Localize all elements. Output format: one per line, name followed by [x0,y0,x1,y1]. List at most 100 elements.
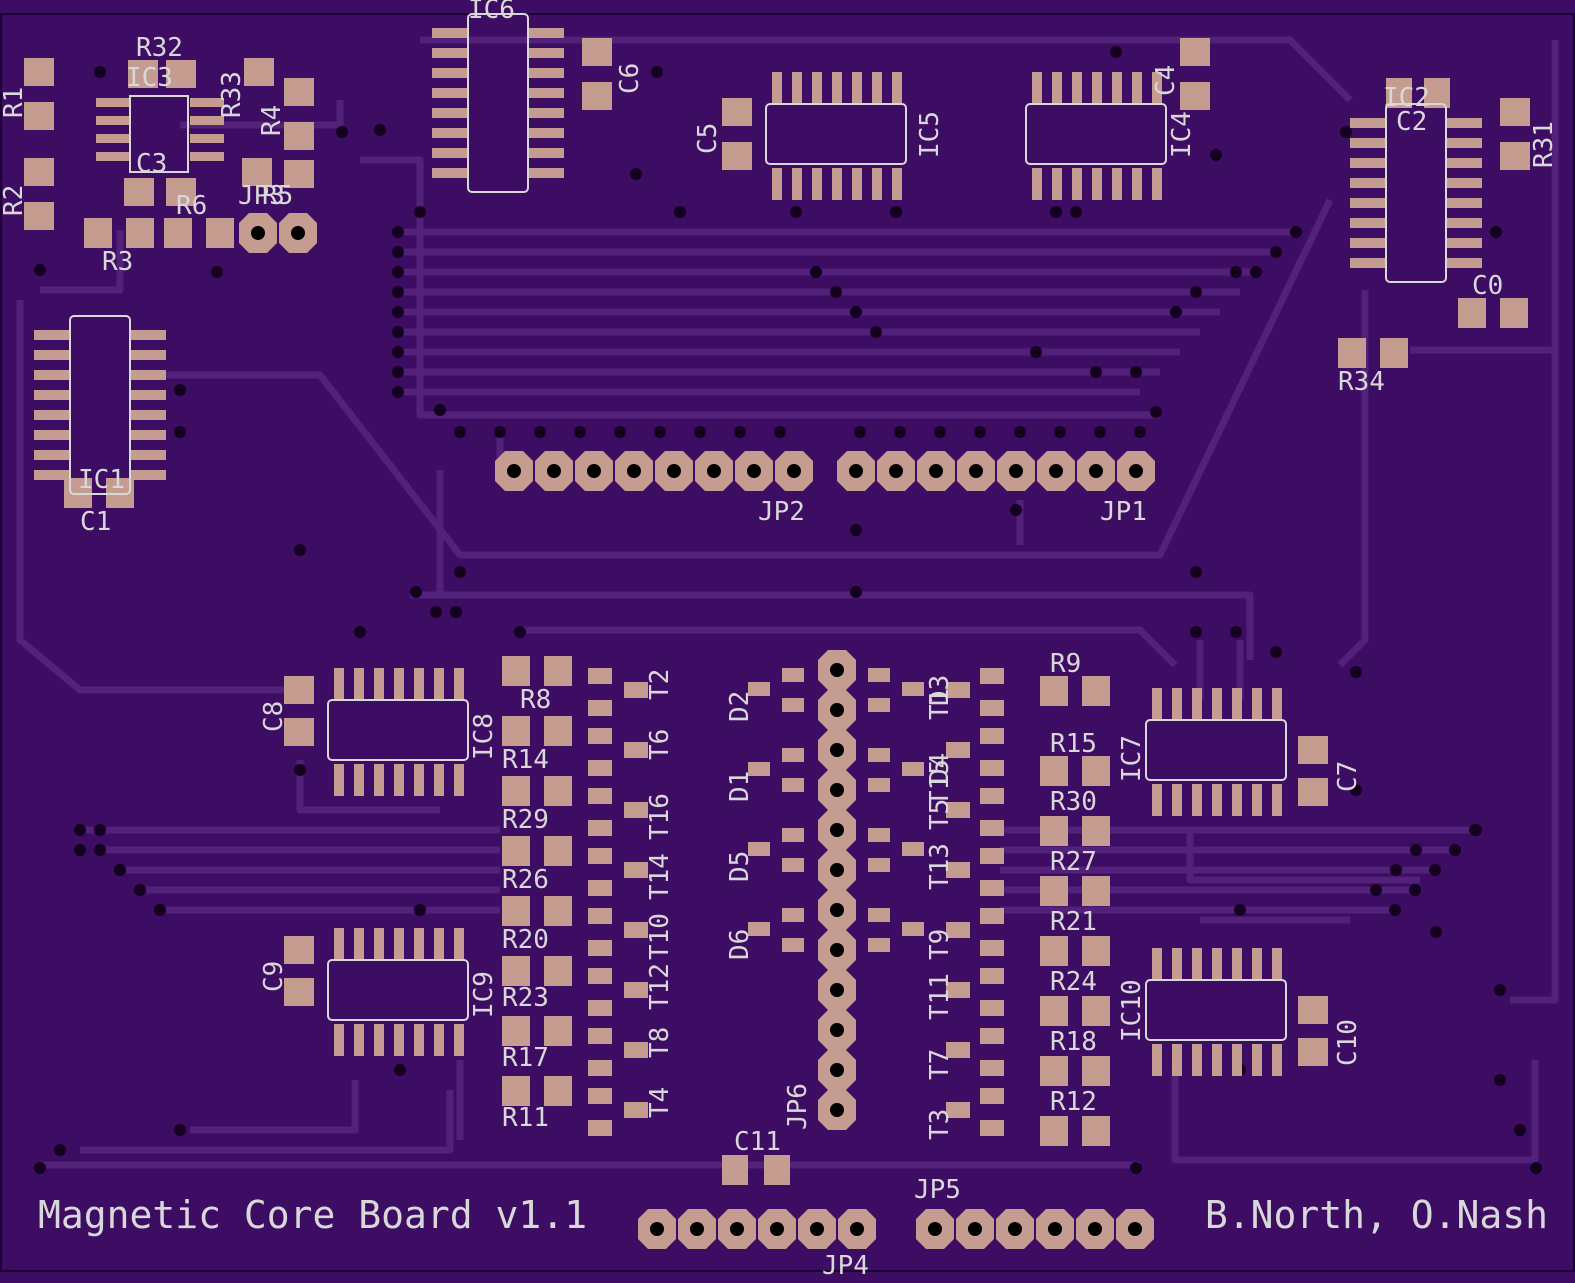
silk-label: R3 [102,247,133,277]
smd-pad [1132,72,1142,104]
jp4-pin [838,1209,876,1249]
drill-hole [849,464,863,478]
jp4-pin [758,1209,796,1249]
smd-pad [588,1060,612,1076]
ic10-outline [1145,979,1287,1041]
silk-label: T2 [645,669,675,700]
smd-pad [1082,936,1110,966]
smd-pad [244,58,274,86]
silk-label: T16 [645,793,675,840]
smd-pad [1152,784,1162,816]
silk-label: R17 [502,1043,549,1073]
smd-pad [130,430,166,440]
silk-label: R14 [502,745,549,775]
silk-label: T1 [925,689,955,720]
smd-pad [872,168,882,200]
smd-pad [902,922,924,936]
smd-pad [34,470,70,480]
smd-pad [1252,688,1262,720]
drill-hole [690,1222,704,1236]
ic3-outline [129,95,189,173]
smd-pad [722,1155,748,1185]
smd-pad [1172,688,1182,720]
via [790,206,802,218]
via [410,586,422,598]
smd-pad [1040,756,1068,786]
drill-hole [968,1222,982,1236]
smd-pad [1152,948,1162,980]
smd-pad [1446,238,1482,248]
smd-pad [1272,948,1282,980]
smd-pad [84,218,112,248]
drill-hole [770,1222,784,1236]
drill-hole [1128,1222,1142,1236]
silk-label: R33 [217,71,247,118]
via [354,626,366,638]
smd-pad [1082,1056,1110,1086]
silk-label: IC10 [1117,979,1147,1042]
smd-pad [868,778,890,792]
trace [180,100,344,129]
smd-pad [1232,784,1242,816]
smd-pad [1298,1038,1328,1066]
jp3-pin [239,213,277,253]
smd-pad [1212,688,1222,720]
silk-label: T3 [925,1109,955,1140]
via [1350,784,1362,796]
smd-pad [812,72,822,104]
smd-pad [130,350,166,360]
smd-pad [544,1076,572,1106]
smd-pad [1500,142,1530,170]
via [1210,149,1222,161]
smd-pad [1180,82,1210,110]
via [1054,426,1066,438]
trace [360,156,1160,419]
jp1-pin [837,451,875,491]
smd-pad [24,102,54,130]
via [1389,904,1401,916]
drill-hole [830,1063,844,1077]
drill-hole [1089,464,1103,478]
smd-pad [624,802,648,818]
drill-hole [627,464,641,478]
smd-pad [502,896,530,926]
via [392,226,404,238]
smd-pad [528,108,564,118]
smd-pad [1298,778,1328,806]
jp5-pin [1036,1209,1074,1249]
smd-pad [1040,936,1068,966]
silk-label: D4 [925,753,955,784]
drill-hole [291,226,305,240]
smd-pad [242,158,272,186]
smd-pad [946,862,970,878]
smd-pad [582,38,612,66]
smd-pad [1040,1056,1068,1086]
silk-label: JP6 [783,1083,813,1130]
smd-pad [1212,784,1222,816]
via [1270,246,1282,258]
smd-pad [868,858,890,872]
smd-pad [528,128,564,138]
jp6-pin [818,1050,856,1090]
drill-hole [507,464,521,478]
drill-hole [787,464,801,478]
smd-pad [868,748,890,762]
smd-pad [980,848,1004,864]
via [854,426,866,438]
trace [410,591,1254,660]
smd-pad [1446,138,1482,148]
silk-label: IC1 [78,465,125,495]
smd-pad [1252,784,1262,816]
smd-pad [284,78,314,106]
smd-pad [1112,168,1122,200]
smd-pad [1446,118,1482,128]
drill-hole [1129,464,1143,478]
silk-label: T11 [925,973,955,1020]
smd-pad [34,390,70,400]
smd-pad [130,470,166,480]
via [392,246,404,258]
drill-hole [1009,464,1023,478]
silk-label: R2 [0,185,29,216]
smd-pad [588,788,612,804]
drill-hole [830,703,844,717]
